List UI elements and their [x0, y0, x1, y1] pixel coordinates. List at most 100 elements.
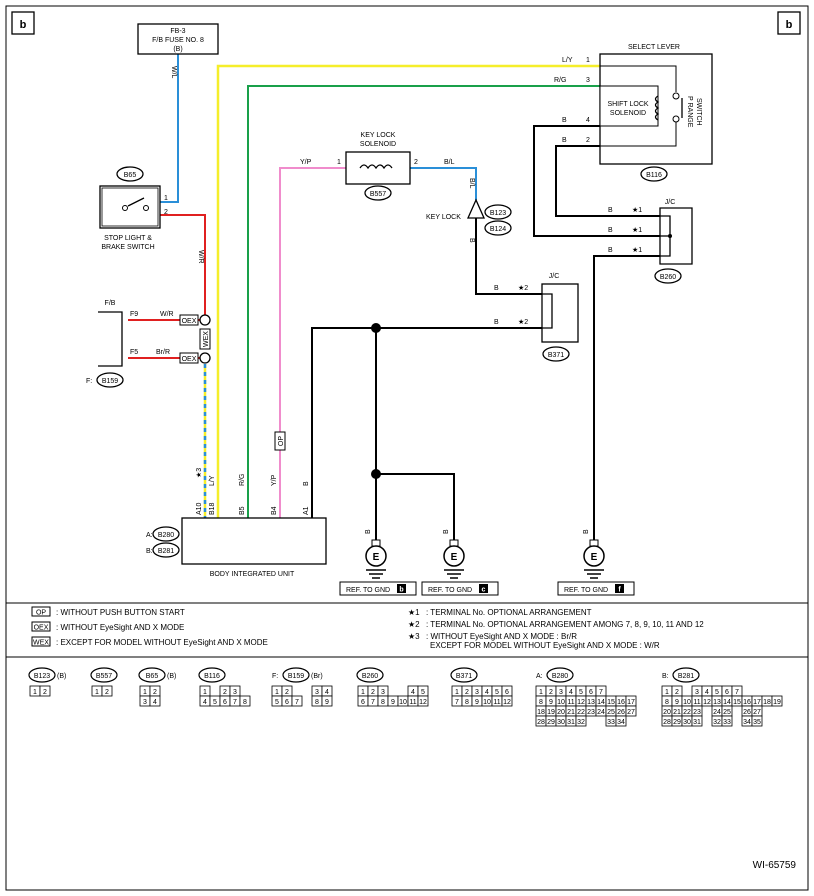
connector-pin-number: 18 [763, 699, 771, 706]
klsol-pin1: 1 [337, 159, 341, 166]
connector-pin-number: 29 [673, 719, 681, 726]
connector-pin-number: 27 [753, 709, 761, 716]
connector-b116-label: B116 [646, 172, 662, 179]
wire-label-gnd-c: B [443, 529, 450, 534]
connector-pin-number: 6 [361, 699, 365, 706]
wire-label-sel-b4: B [562, 117, 567, 124]
prange-label2: SWITCH [695, 98, 702, 126]
connector-b557-badge [364, 185, 392, 201]
prange-wire [600, 122, 677, 147]
connector-pin-number: 3 [695, 689, 699, 696]
ref-gnd-f-badge [615, 584, 624, 593]
connector-b260-badge [654, 268, 682, 284]
connector-pin-number: 1 [455, 689, 459, 696]
body-integrated-unit-box [181, 517, 327, 565]
connector-pin-number: 17 [627, 699, 635, 706]
connector-pin-number: 3 [233, 689, 237, 696]
connector-pin-number: 7 [233, 699, 237, 706]
biu-conn-a-prefix: A: [146, 532, 153, 539]
connector-pin-number: 27 [627, 709, 635, 716]
wire-label-jcb371-1: B [494, 285, 499, 292]
connector-pin-number: 3 [559, 689, 563, 696]
connector-pin-number: 34 [743, 719, 751, 726]
wire-label-rg-bottom: R/G [239, 474, 246, 486]
diagram-frame [5, 5, 809, 891]
ref-gnd-b-letter: b [399, 587, 403, 594]
wire-label-sel-b2: B [562, 137, 567, 144]
jc-b260-mark: ★1 [632, 246, 642, 254]
klsol-pin2: 2 [414, 159, 418, 166]
prange-contact [672, 115, 680, 123]
connector-pin-number: 35 [753, 719, 761, 726]
connector-pin-number: 31 [567, 719, 575, 726]
wex-tag-label: WEX [203, 331, 210, 347]
sel-pin1: 1 [586, 57, 590, 64]
connector-b123-label: B123 [490, 210, 506, 217]
connector-pin [39, 685, 51, 697]
connector-view-label: B557 [96, 673, 112, 680]
wire-main-b [311, 327, 542, 518]
oex-tag-label: OEX [182, 318, 197, 325]
ref-gnd-c-label: REF. TO GND [428, 587, 472, 594]
note-mark-3: ★3 [408, 632, 420, 641]
connector-pin [615, 715, 627, 727]
fuse-box [137, 23, 219, 55]
connector-pin-number: 9 [475, 699, 479, 706]
connector-b280-label: B280 [158, 532, 174, 539]
connector-pin-number: 8 [539, 699, 543, 706]
svg-text:E: E [373, 552, 380, 563]
svg-text:E: E [591, 552, 598, 563]
connector-pin-number: 11 [567, 699, 574, 706]
connector-view-suffix: (Br) [311, 673, 323, 680]
connector-pin [625, 705, 637, 717]
biu-pin-b18: B18 [209, 502, 216, 515]
corner-label-right: b [786, 19, 793, 31]
sel-pin4: 4 [586, 117, 590, 124]
connector-view-badge [356, 667, 384, 683]
connector-pin-number: 28 [537, 719, 545, 726]
connector-view-badge [450, 667, 478, 683]
connector-pin-number: 20 [557, 709, 565, 716]
connector-pin-number: 1 [665, 689, 669, 696]
fb-bracket [98, 311, 123, 367]
connector-pin-number: 1 [275, 689, 279, 696]
note-mark-1: ★1 [408, 608, 420, 617]
fb-f5: F5 [130, 349, 138, 356]
wire-label-bl-vertical: B/L [468, 178, 475, 189]
connector-pin [575, 715, 587, 727]
note-text-3: : WITHOUT EyeSight AND X MODE : Br/R [426, 632, 577, 641]
connector-pin [501, 695, 513, 707]
fb-title: F/B [105, 300, 116, 307]
jc-b260-title: J/C [665, 199, 676, 206]
connector-pin-number: 22 [577, 709, 585, 716]
klsol-label1: KEY LOCK [361, 132, 396, 139]
wire-label-gnd-b: B [365, 529, 372, 534]
connector-pin-number: 15 [607, 699, 615, 706]
connector-view-suffix: (B) [167, 673, 176, 680]
wire-gnd-f [593, 255, 660, 540]
wire-label-ly-top: L/Y [562, 57, 573, 64]
connector-pin-number: 26 [617, 709, 625, 716]
connector-pin-number: 3 [315, 689, 319, 696]
connector-pin-number: 4 [153, 699, 157, 706]
connector-pin-number: 13 [587, 699, 595, 706]
ground-symbol-icon [583, 545, 605, 567]
legend-tag-op: OP [36, 610, 46, 617]
connector-pin-number: 10 [557, 699, 565, 706]
connector-view-badge [198, 667, 226, 683]
corner-box-right [777, 11, 801, 35]
legend-text-wex: : EXCEPT FOR MODEL WITHOUT EyeSight AND … [56, 638, 268, 647]
connector-pin-number: 1 [95, 689, 99, 696]
connector-view-label: B260 [362, 673, 378, 680]
connector-view-badge [28, 667, 56, 683]
ref-gnd-f-letter: f [618, 587, 621, 594]
legend-text-op: : WITHOUT PUSH BUTTON START [56, 608, 185, 617]
legend-text-oex: : WITHOUT EyeSight AND X MODE [56, 623, 184, 632]
connector-pin-number: 1 [143, 689, 147, 696]
wire-label-f9: W/R [160, 311, 174, 318]
connector-pin-number: 15 [733, 699, 741, 706]
stop-light-label1: STOP LIGHT & [104, 235, 152, 242]
